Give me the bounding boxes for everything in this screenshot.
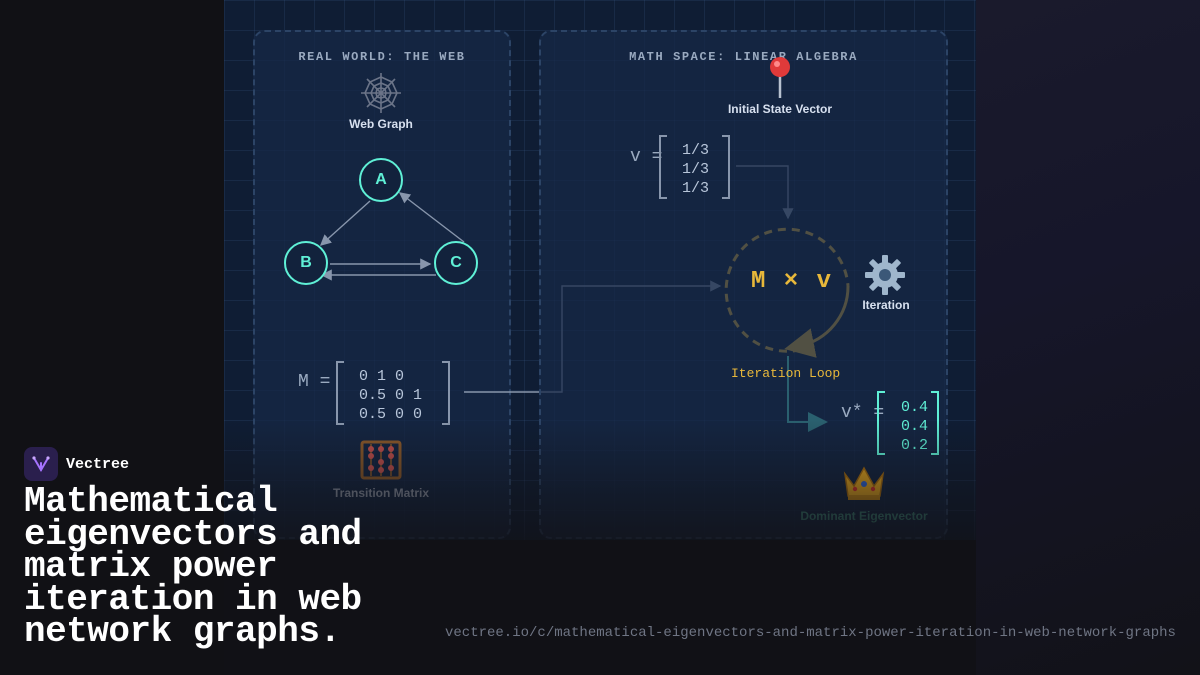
pushpin-icon bbox=[766, 56, 794, 100]
matrix-m-right-bracket bbox=[442, 361, 450, 425]
result-v-row: 0.4 bbox=[900, 418, 928, 435]
vector-v-left-bracket bbox=[659, 135, 667, 199]
vector-v-row: 1/3 bbox=[682, 142, 710, 159]
result-right-bracket bbox=[931, 391, 939, 455]
edge-a-b bbox=[319, 200, 371, 246]
abacus-icon bbox=[360, 440, 402, 480]
result-left-bracket bbox=[877, 391, 885, 455]
background-left bbox=[0, 0, 224, 675]
result-v-row: 0.4 bbox=[900, 399, 928, 416]
result-v-label: v* = bbox=[841, 403, 885, 423]
dominant-eigenvector-caption: Dominant Eigenvector bbox=[800, 509, 928, 523]
loop-expression: M × v bbox=[751, 268, 834, 295]
math-panel-title: MATH SPACE: LINEAR ALGEBRA bbox=[629, 50, 858, 64]
brand[interactable]: Vectree bbox=[24, 447, 129, 481]
matrix-m-left-bracket bbox=[336, 361, 344, 425]
graph-node-a: A bbox=[359, 158, 403, 202]
edge-c-a bbox=[398, 192, 465, 243]
result-v-body: 0.4 0.4 0.2 bbox=[892, 398, 928, 455]
matrix-m-row: 0.5 0 0 bbox=[359, 406, 423, 423]
matrix-m-body: 0 1 0 0.5 0 1 0.5 0 0 bbox=[359, 367, 422, 424]
initial-state-caption: Initial State Vector bbox=[727, 102, 833, 116]
graph-node-b: B bbox=[284, 241, 328, 285]
crown-icon bbox=[842, 464, 886, 502]
vectree-logo-icon bbox=[24, 447, 58, 481]
page-url[interactable]: vectree.io/c/mathematical-eigenvectors-a… bbox=[445, 625, 1176, 641]
background-right bbox=[976, 0, 1200, 675]
matrix-m-label: M = bbox=[298, 372, 331, 392]
graph-node-c: C bbox=[434, 241, 478, 285]
diagram-canvas: REAL WORLD: THE WEB Web Graph bbox=[224, 0, 976, 540]
vector-v-row: 1/3 bbox=[682, 180, 710, 197]
brand-name: Vectree bbox=[66, 455, 130, 473]
matrix-m-row: 0.5 0 1 bbox=[359, 387, 423, 404]
result-v-row: 0.2 bbox=[900, 437, 928, 454]
page-title: Mathematical eigenvectors and matrix pow… bbox=[24, 481, 362, 652]
gear-icon bbox=[864, 254, 906, 296]
web-panel-title: REAL WORLD: THE WEB bbox=[298, 50, 466, 64]
vector-v-right-bracket bbox=[722, 135, 730, 199]
matrix-m-row: 0 1 0 bbox=[359, 368, 405, 385]
spider-web-icon bbox=[360, 72, 402, 114]
vector-v-label: v = bbox=[630, 147, 663, 167]
iteration-loop-label: Iteration Loop bbox=[731, 366, 841, 381]
vector-v-row: 1/3 bbox=[682, 161, 710, 178]
iteration-caption: Iteration bbox=[862, 298, 910, 312]
vector-v-body: 1/3 1/3 1/3 bbox=[682, 141, 709, 198]
web-graph-caption: Web Graph bbox=[349, 117, 413, 131]
